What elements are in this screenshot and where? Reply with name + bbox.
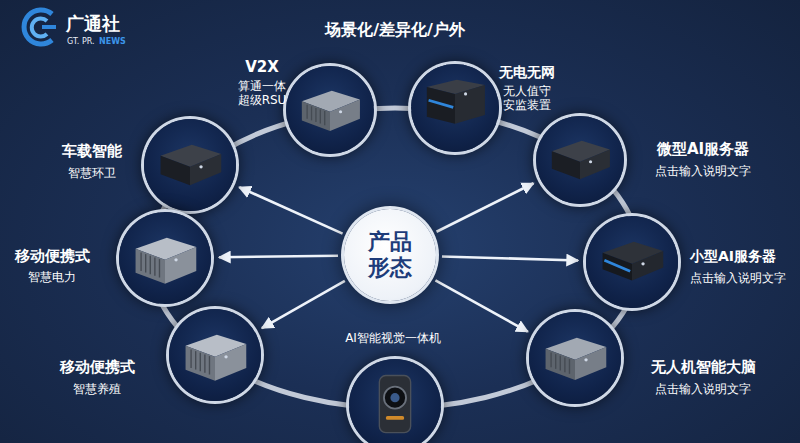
product-circle: 车载智能智慧环卫 — [144, 119, 236, 211]
device-illustration — [119, 212, 211, 304]
device-illustration — [586, 216, 678, 308]
logo-icon — [24, 10, 56, 44]
brand-tagline: NEWS — [99, 37, 126, 46]
product-note: 点击输入说明文字 — [655, 164, 751, 178]
device-illustration — [529, 312, 621, 404]
product-note: 算通一体 超级RSU — [226, 79, 298, 108]
product-name: 无人机智能大脑 — [651, 358, 756, 376]
product-circle: AI智能视觉一体机 — [349, 359, 441, 443]
product-note: 点击输入说明文字 — [690, 271, 786, 285]
device-illustration — [286, 66, 374, 154]
product-note: 智慧养殖 — [73, 382, 121, 396]
product-circle: 小型AI服务器点击输入说明文字 — [586, 216, 678, 308]
brand-name: 广通社 — [66, 12, 120, 36]
product-note: 无人值守 安监装置 — [496, 84, 558, 113]
center-label: 产品 形态 — [364, 229, 417, 282]
arrow-connector — [262, 281, 345, 328]
center-circle: 产品 形态 — [344, 209, 436, 301]
product-circle: 移动便携式智慧养殖 — [169, 309, 261, 401]
arrow-connector — [437, 183, 534, 231]
device-illustration — [349, 359, 441, 443]
product-name: 无电无网 — [499, 64, 555, 81]
product-name: 移动便携式 — [60, 358, 135, 376]
brand-tagline: GT. PR. — [67, 37, 95, 46]
product-circle: 移动便携式智慧电力 — [119, 212, 211, 304]
product-name: 微型AI服务器 — [657, 140, 749, 158]
product-circle: 无电无网无人值守 安监装置 — [411, 64, 499, 152]
product-name: V2X — [245, 58, 279, 76]
product-note: 智慧环卫 — [68, 166, 116, 180]
product-name: 小型AI服务器 — [690, 248, 776, 265]
device-illustration — [411, 64, 499, 152]
arrow-connector — [435, 280, 527, 331]
arrow-connector — [239, 187, 342, 234]
title: 场景化/差异化/户外 — [325, 20, 465, 41]
device-illustration — [536, 116, 624, 204]
product-circle: 无人机智能大脑点击输入说明文字 — [529, 312, 621, 404]
product-name: 车载智能 — [62, 142, 122, 160]
product-circle: V2X算通一体 超级RSU — [286, 66, 374, 154]
product-circle: 微型AI服务器点击输入说明文字 — [536, 116, 624, 204]
device-illustration — [169, 309, 261, 401]
arrow-connector — [442, 257, 578, 261]
product-note: 点击输入说明文字 — [655, 382, 751, 396]
device-illustration — [144, 119, 236, 211]
product-name: AI智能视觉一体机 — [345, 331, 441, 345]
product-note: 智慧电力 — [28, 270, 76, 284]
product-name: 移动便携式 — [15, 247, 90, 265]
arrow-connector — [219, 256, 338, 258]
